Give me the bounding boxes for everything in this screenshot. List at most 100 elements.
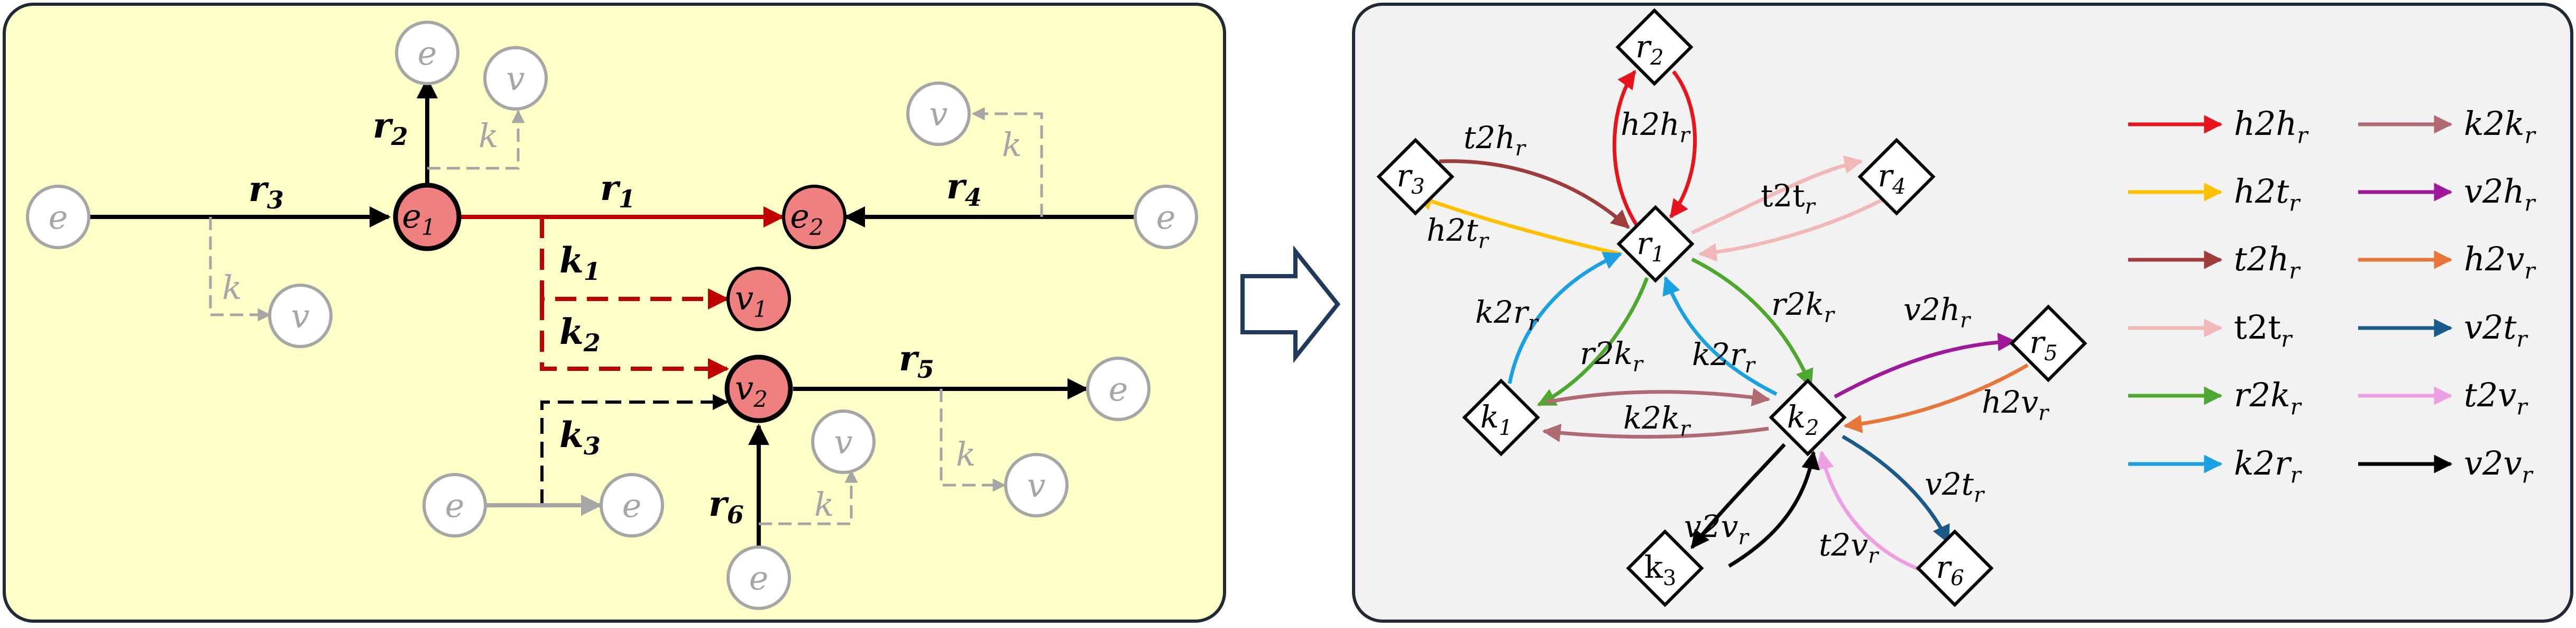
node-ghost-e-bottom-left: e: [422, 473, 487, 538]
svg-text:e2: e2: [790, 197, 823, 240]
svg-text:e: e: [749, 559, 769, 597]
edge-v2v-k2-k3: [1690, 443, 1786, 549]
svg-text:r3: r3: [1396, 158, 1424, 199]
edge-v2t-k2-r6: [1842, 434, 1951, 544]
svg-text:r1: r1: [1636, 225, 1664, 267]
right-panel-background: [1352, 3, 2573, 623]
elabel-v2h: v2hr: [1903, 292, 1972, 333]
edge-t2h-r3-r1: [1439, 159, 1630, 229]
edge-k2: [540, 299, 729, 379]
node-e2: e2: [782, 185, 847, 249]
legend-label-k2r: k2rr: [2234, 444, 2303, 488]
legend-label-h2t: h2tr: [2234, 172, 2301, 216]
svg-text:e: e: [1156, 198, 1176, 236]
diamond-k1: k1: [1462, 378, 1540, 457]
edge-h2h-r1-r2: [1612, 70, 1638, 226]
svg-text:v: v: [834, 423, 852, 461]
node-v1: v1: [726, 267, 791, 331]
elabel-k2r-right: k2rr: [1692, 336, 1756, 378]
svg-text:e: e: [622, 486, 642, 525]
node-ghost-e-left: e: [26, 185, 90, 249]
node-ghost-e-r6: e: [726, 545, 791, 610]
node-ghost-v-r3: v: [268, 284, 333, 348]
diamond-r1: r1: [1616, 205, 1695, 283]
diamond-k3: k3: [1626, 529, 1704, 607]
diamond-r6: r6: [1916, 529, 1994, 607]
svg-text:v: v: [929, 95, 947, 133]
label-r1: r1: [600, 167, 636, 213]
elabel-h2h: h2hr: [1621, 106, 1691, 148]
left-panel-background: [3, 3, 1226, 623]
edge-r2k-r1-k2: [1691, 257, 1814, 388]
legend-label-v2v: v2vr: [2464, 444, 2534, 488]
node-e1: e1: [393, 183, 462, 251]
label-r4: r4: [946, 166, 982, 212]
node-ghost-e-right: e: [1134, 185, 1198, 249]
svg-text:v: v: [1027, 466, 1045, 505]
edge-v2h-k2-r5: [1834, 332, 2017, 399]
legend-label-t2h: t2hr: [2234, 240, 2301, 284]
label-r3: r3: [249, 168, 284, 214]
edge-grey-k-r5: [940, 389, 1006, 492]
diamond-r4: r4: [1857, 138, 1936, 216]
legend-label-t2v: t2vr: [2464, 376, 2528, 420]
svg-text:v1: v1: [735, 279, 768, 322]
edge-k3: [540, 394, 729, 505]
svg-text:e: e: [1109, 370, 1128, 408]
svg-text:e: e: [418, 34, 437, 72]
diamond-k2: k2: [1769, 378, 1847, 457]
edge-r2k-r1-k1: [1537, 277, 1649, 407]
elabel-v2v: v2vr: [1684, 508, 1750, 550]
edge-k2k-k1-k2: [1546, 388, 1771, 407]
label-r2: r2: [373, 105, 408, 151]
transition-arrow: [1240, 245, 1341, 363]
legend-label-v2h: v2hr: [2464, 172, 2536, 216]
node-ghost-v-r5: v: [1004, 453, 1069, 517]
edge-grey-k-r3: [209, 217, 271, 322]
svg-text:v: v: [506, 59, 525, 98]
svg-text:r6: r6: [1936, 549, 1964, 590]
label-r5: r5: [899, 338, 934, 384]
legend-label-r2k: r2kr: [2234, 376, 2303, 420]
node-ghost-v-r4: v: [906, 81, 971, 146]
elabel-r2k-left: r2kr: [1580, 335, 1644, 377]
diamond-r5: r5: [2009, 304, 2087, 383]
edge-grey-k-e1: [427, 110, 525, 170]
node-ghost-v-r6: v: [811, 409, 876, 474]
svg-text:r2: r2: [1635, 29, 1663, 70]
label-grey-k-r4: k: [1002, 125, 1022, 164]
edge-t2t-r4-r1: [1698, 196, 1886, 262]
right-edge-labels: h2hr t2hr h2tr t2tr k2rr r2kr k2rr r2kr …: [1427, 106, 2050, 568]
diamond-r2: r2: [1615, 8, 1694, 86]
edge-h2h-r2-r1: [1669, 70, 1697, 219]
label-k3: k3: [559, 414, 601, 460]
svg-text:k1: k1: [1480, 399, 1513, 440]
elabel-t2t: t2tr: [1761, 178, 1817, 219]
edge-grey-k-r4: [971, 107, 1043, 217]
elabel-k2k: k2kr: [1623, 400, 1691, 441]
svg-text:r5: r5: [2029, 324, 2057, 366]
edge-h2t-r1-r3: [1414, 193, 1621, 256]
diamond-r3: r3: [1376, 138, 1455, 216]
legend-label-h2h: h2hr: [2234, 104, 2309, 148]
edge-k2r-k1-r1: [1507, 252, 1623, 384]
svg-text:r4: r4: [1878, 158, 1906, 199]
node-v2: v2: [724, 354, 793, 423]
left-nodes: e e v v v e e v: [26, 21, 1198, 610]
svg-text:k2: k2: [1787, 399, 1819, 440]
legend-label-v2t: v2tr: [2464, 308, 2528, 352]
node-ghost-e-bottom-right: e: [600, 473, 664, 538]
label-grey-k-r5: k: [956, 435, 976, 474]
legend: h2hrh2trt2hrt2trr2krk2rrk2krv2hrh2vrv2tr…: [2128, 104, 2537, 488]
label-k1: k1: [559, 240, 601, 286]
node-ghost-e-r5: e: [1086, 357, 1151, 421]
svg-text:v2: v2: [735, 369, 768, 412]
legend-label-k2k: k2kr: [2464, 104, 2537, 148]
elabel-t2h: t2hr: [1464, 120, 1527, 161]
label-r6: r6: [709, 483, 744, 529]
elabel-k2r-left: k2rr: [1475, 294, 1540, 335]
label-grey-k-r3: k: [222, 268, 242, 307]
label-grey-k-r6: k: [814, 485, 834, 524]
